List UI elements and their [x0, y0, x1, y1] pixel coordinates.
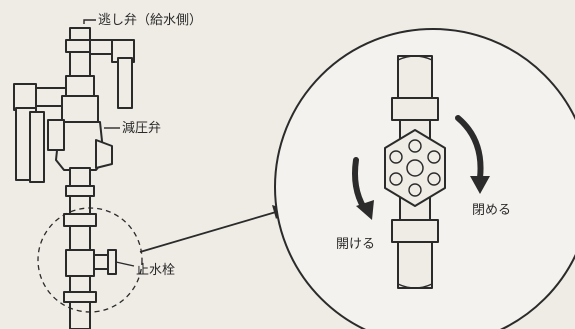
- mag-wheel-outline: [384, 129, 446, 207]
- lower-coupling-1: [65, 185, 95, 197]
- main-coupling-1: [65, 75, 95, 97]
- left-drop-pipe-2: [29, 111, 45, 183]
- close-arrow-shaft: [455, 115, 484, 181]
- prv-outlet: [95, 139, 113, 169]
- main-tee: [61, 95, 99, 123]
- mag-bottom-coupling: [391, 219, 439, 243]
- mag-wheel-hole: [408, 183, 422, 197]
- pressure-reducing-valve-label: 減圧弁: [122, 120, 161, 136]
- stop-valve-stem: [93, 254, 109, 270]
- relief-valve-leader: [83, 19, 96, 24]
- stop-valve-handle: [107, 249, 117, 275]
- stop-valve-body: [65, 249, 95, 277]
- stop-valve-leader: [115, 261, 135, 267]
- mag-top-pipe-cut: [397, 55, 433, 61]
- mag-wheel-hole: [408, 139, 422, 153]
- stop-valve-label: 止水栓: [136, 263, 175, 278]
- left-branch-elbow: [13, 83, 37, 111]
- stop-valve-callout-circle: [37, 207, 143, 313]
- relief-valve-drop: [117, 57, 133, 109]
- mag-handle-wheel: [384, 129, 446, 207]
- mag-bottom-pipe-cut: [397, 283, 433, 289]
- mag-wheel-hole: [427, 172, 441, 186]
- mag-bottom-pipe: [397, 241, 433, 289]
- stop-valve-body-upper: [69, 225, 91, 253]
- relief-valve-label: 逃し弁（給水側）: [98, 13, 202, 28]
- pipe-assembly: [13, 19, 143, 329]
- prv-cap: [47, 119, 65, 151]
- close-direction-label: 閉める: [472, 203, 511, 218]
- mag-top-pipe: [397, 55, 433, 99]
- mag-wheel-hole: [389, 172, 403, 186]
- magnify-arrow-line: [139, 211, 277, 253]
- magnified-view: [274, 28, 575, 329]
- mag-wheel-hole: [427, 150, 441, 164]
- mag-wheel-hub: [406, 159, 424, 177]
- lower-coupling-2: [63, 213, 97, 227]
- close-arrow-head: [470, 176, 490, 194]
- mag-top-coupling: [391, 97, 439, 121]
- magnify-arrow: [139, 205, 286, 253]
- bottom-coupling: [63, 291, 97, 303]
- mag-wheel-hole: [389, 150, 403, 164]
- pressure-reducing-valve-body: [55, 121, 105, 171]
- open-direction-label: 開ける: [336, 237, 375, 252]
- open-arrow-head: [356, 200, 374, 220]
